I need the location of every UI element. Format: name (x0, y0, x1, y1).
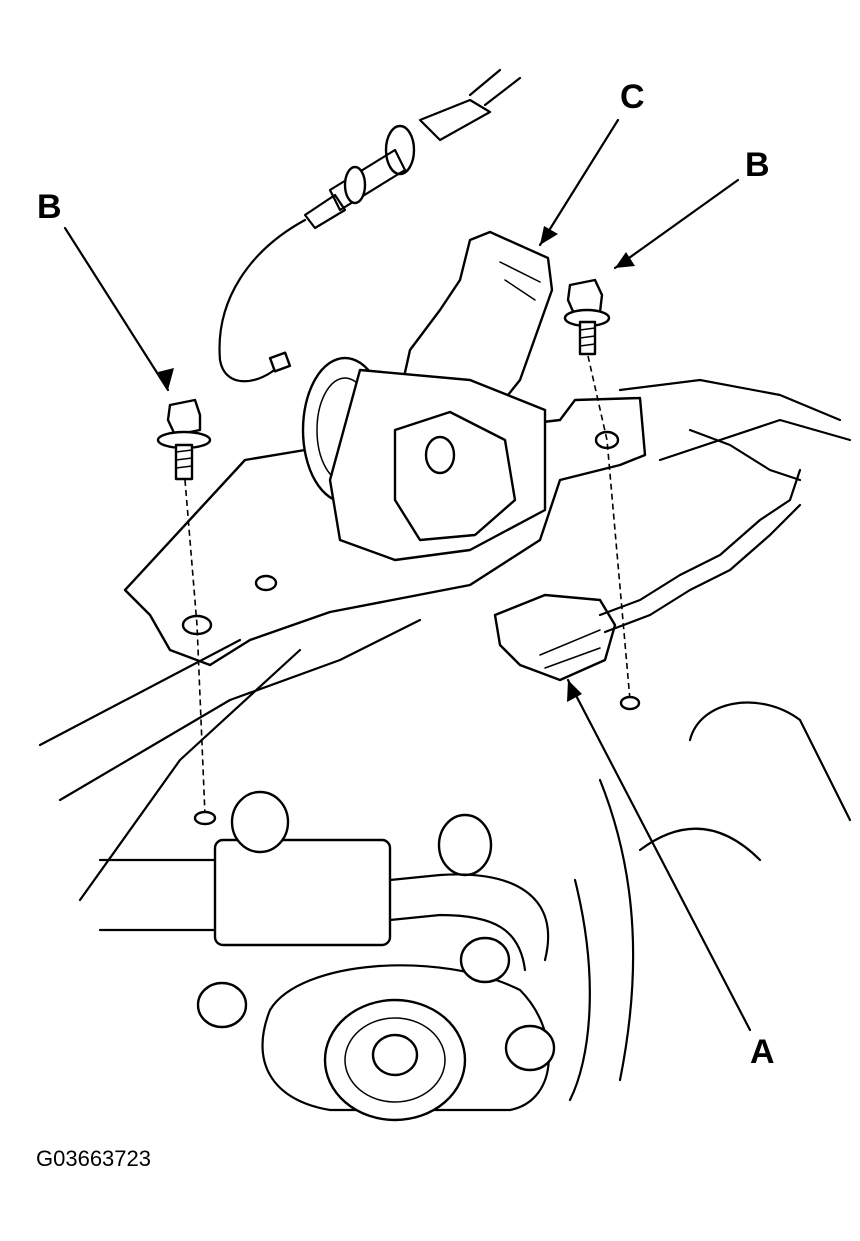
callout-a: A (750, 1033, 775, 1071)
figure-id: G03663723 (36, 1146, 151, 1171)
actuator-body (301, 356, 547, 562)
callout-b-right: B (745, 146, 770, 184)
callout-b-left: B (37, 188, 62, 226)
transmission-housing (38, 378, 852, 1122)
bolt-left-b (156, 398, 212, 481)
pipe-assembly (98, 790, 550, 972)
throttle-cable (218, 68, 522, 383)
bolt-right-b (563, 278, 611, 356)
callout-c: C (620, 78, 645, 116)
alignment-lines (184, 355, 641, 826)
connector-a (493, 428, 802, 682)
leader-lines (63, 118, 752, 1032)
